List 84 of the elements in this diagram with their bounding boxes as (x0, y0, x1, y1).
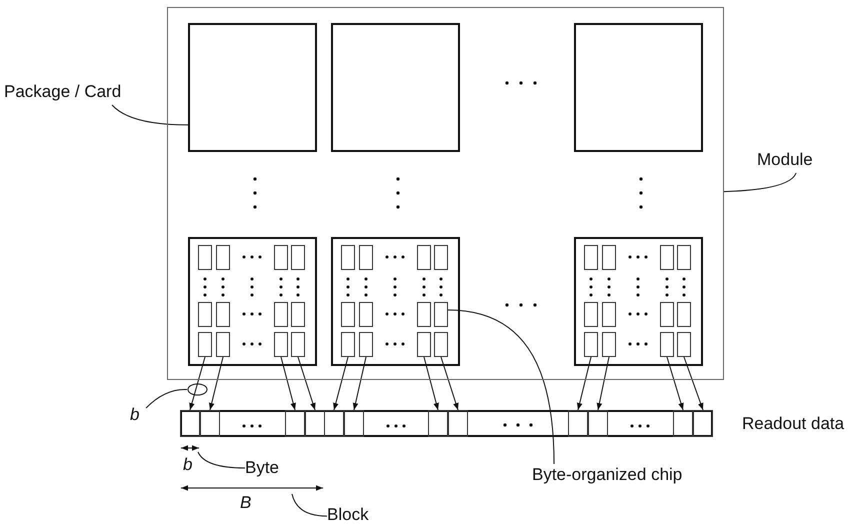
leader-line (198, 452, 246, 468)
byte-cell (428, 410, 448, 437)
memory-chip (340, 302, 355, 327)
arrow (280, 356, 296, 410)
memory-chip (434, 244, 448, 270)
leader-line (146, 388, 188, 409)
arrow (666, 356, 684, 410)
arrow (576, 356, 592, 410)
leader-line (112, 104, 188, 126)
memory-chip (676, 302, 691, 327)
dimension-label: B (240, 492, 252, 514)
part-label: Byte-organized chip (532, 464, 727, 488)
byte-cell (200, 410, 220, 437)
byte-cell (305, 410, 325, 437)
memory-chip (584, 332, 598, 357)
package-box (574, 236, 703, 366)
arrow (424, 356, 439, 410)
package-box (330, 236, 460, 366)
package-box (330, 22, 460, 152)
arrow (684, 356, 704, 410)
variable-label: b (130, 404, 146, 428)
memory-chip (660, 244, 674, 270)
arrow (333, 356, 348, 410)
package-box (188, 22, 317, 152)
part-label: Module (757, 149, 819, 173)
memory-chip (198, 244, 212, 270)
package-box (574, 22, 703, 152)
memory-chip (358, 302, 373, 327)
leader-line (292, 494, 328, 517)
memory-chip (340, 332, 355, 357)
dimension-label: b (183, 454, 192, 476)
memory-chip (290, 244, 305, 270)
readout-bar (180, 410, 713, 437)
memory-chip (274, 332, 288, 357)
memory-chip (274, 244, 288, 270)
leader-line (448, 310, 555, 464)
arrow (440, 356, 459, 410)
memory-chip (340, 244, 355, 270)
memory-chip (584, 244, 598, 270)
package-box (188, 236, 317, 366)
memory-chip (274, 302, 288, 327)
leader-line (724, 172, 797, 192)
memory-chip (290, 302, 305, 327)
part-label: Byte (245, 457, 283, 479)
memory-chip (290, 332, 305, 357)
module-frame (167, 7, 724, 380)
byte-cell (448, 410, 468, 437)
byte-cell (324, 410, 344, 437)
arrow (352, 356, 366, 410)
byte-cell (693, 410, 713, 437)
highlight-ellipse (187, 383, 208, 396)
arrow (596, 356, 610, 410)
memory-chip (198, 332, 212, 357)
arrow (208, 356, 224, 410)
byte-cell (568, 410, 588, 437)
memory-chip (416, 332, 431, 357)
memory-chip (602, 332, 616, 357)
memory-chip (216, 244, 230, 270)
memory-chip (584, 302, 598, 327)
memory-chip (434, 302, 448, 327)
byte-cell (588, 410, 608, 437)
memory-chip (416, 244, 431, 270)
byte-cell (673, 410, 693, 437)
part-label: Block (327, 504, 377, 526)
part-label: Package / Card (4, 81, 152, 105)
memory-chip (676, 244, 691, 270)
byte-cell (285, 410, 305, 437)
memory-chip (216, 302, 230, 327)
part-label: Readout data (742, 413, 844, 435)
memory-chip (358, 244, 373, 270)
arrow (298, 356, 316, 410)
byte-cell (180, 410, 200, 437)
arrow (189, 356, 206, 410)
memory-chip (434, 332, 448, 357)
memory-chip (602, 302, 616, 327)
memory-chip (198, 302, 212, 327)
memory-chip (358, 332, 373, 357)
memory-chip (676, 332, 691, 357)
memory-chip (660, 332, 674, 357)
byte-cell (344, 410, 364, 437)
memory-chip (216, 332, 230, 357)
memory-chip (660, 302, 674, 327)
memory-chip (602, 244, 616, 270)
memory-chip (416, 302, 431, 327)
